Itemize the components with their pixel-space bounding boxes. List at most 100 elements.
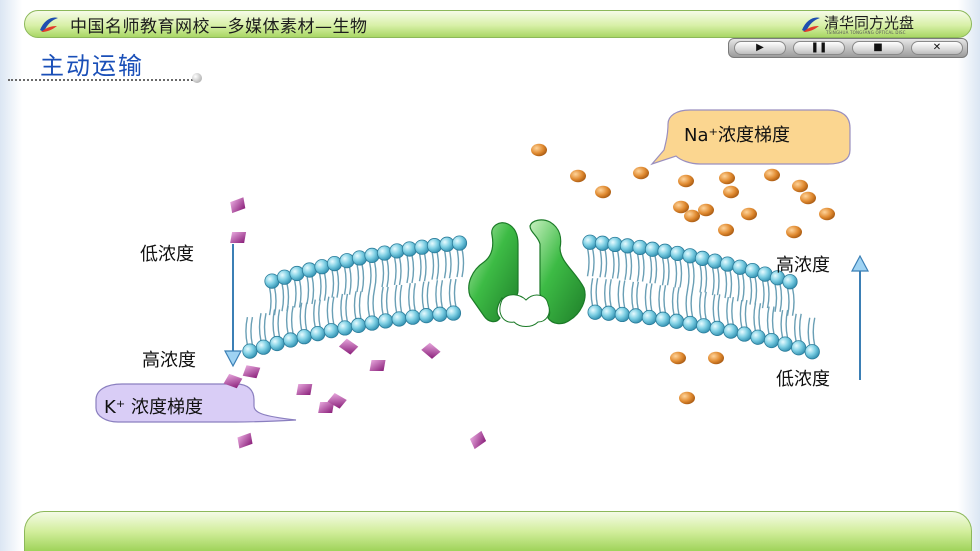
inner-phospholipid-head (682, 315, 698, 332)
left-high-concentration-label: 高浓度 (142, 350, 196, 371)
inner-phospholipid-head (736, 326, 752, 342)
lipid-tail (636, 253, 648, 312)
potassium-ions (223, 197, 487, 450)
lipid-tail (440, 250, 452, 309)
inner-phospholipid-head (418, 308, 434, 324)
lipid-tail (318, 269, 340, 328)
inner-phospholipid-head (777, 336, 793, 352)
outer-phospholipid-head (707, 253, 723, 269)
inner-phospholipid-head (364, 315, 380, 331)
inner-phospholipid-head (641, 309, 658, 326)
close-button[interactable]: ✕ (911, 41, 963, 55)
potassium-ion (230, 232, 247, 243)
inner-phospholipid-head (337, 320, 353, 336)
sodium-potassium-pump (468, 219, 586, 327)
inner-phospholipid-head (804, 344, 820, 360)
header-bar (24, 10, 972, 38)
inner-phospholipid-head (323, 323, 339, 339)
sodium-ion (792, 179, 808, 193)
inner-phospholipid-head (709, 320, 725, 336)
pause-button[interactable]: ❚❚ (793, 41, 845, 55)
outer-phospholipid-head (657, 243, 673, 259)
potassium-ion (230, 197, 246, 214)
lipid-tail (290, 275, 315, 335)
potassium-ion (223, 373, 243, 389)
outer-phospholipid-head (314, 259, 330, 275)
sodium-ion (670, 351, 686, 365)
potassium-ion (338, 338, 359, 355)
lipid-tail (313, 269, 335, 328)
lipid-tail (435, 250, 447, 309)
lipid-tail (421, 251, 435, 310)
sodium-ion (678, 174, 694, 188)
outer-phospholipid-head (669, 245, 686, 262)
outer-phospholipid-head (782, 274, 798, 290)
lipid-tail (699, 264, 716, 323)
lipid-tail (299, 272, 322, 331)
lipid-tail (372, 258, 390, 318)
stop-button[interactable]: ■ (852, 41, 904, 55)
lipid-tail (599, 249, 607, 308)
lipid-tail (304, 272, 327, 331)
outer-phospholipid-head (719, 256, 736, 272)
sodium-ion (741, 207, 757, 221)
brand-subtitle: TSINGHUA TONGFANG OPTICAL DISC (826, 30, 906, 35)
lipid-tail (245, 286, 272, 346)
brand-logo-icon (802, 17, 820, 32)
outer-phospholipid-head (682, 248, 698, 264)
outer-phospholipid-head (389, 243, 405, 259)
title-underline (8, 79, 196, 81)
na-gradient-label: Na⁺浓度梯度 (684, 125, 790, 146)
lipid-tail (604, 249, 612, 308)
outer-phospholipid-head (619, 238, 636, 254)
lipid-tail (367, 258, 385, 318)
sodium-ion (684, 209, 700, 223)
outer-phospholipid-head (339, 253, 355, 269)
outer-phospholipid-head (744, 262, 761, 279)
lipid-tail (679, 259, 694, 318)
outer-phospholipid-head (401, 241, 418, 257)
outer-phospholipid-head (289, 265, 305, 282)
phospholipid-heads (242, 234, 820, 360)
lipid-tail (345, 263, 365, 323)
lipid-tail (340, 263, 360, 323)
lipid-tail (716, 266, 735, 326)
sodium-ions (531, 143, 835, 405)
lipid-tail (277, 279, 302, 338)
lipid-tail (326, 266, 347, 325)
outer-phospholipid-head (351, 250, 368, 266)
bottom-bar (24, 511, 972, 551)
lipid-tail (385, 256, 402, 316)
potassium-ion (421, 342, 441, 359)
lipid-tail (448, 248, 460, 308)
sodium-ion (633, 166, 649, 180)
sodium-ion (679, 391, 695, 405)
sodium-ion (719, 171, 735, 185)
sodium-ion (698, 203, 714, 217)
inner-phospholipid-head (750, 329, 766, 345)
lipid-tail (649, 255, 662, 314)
right-gradient-arrow (851, 254, 869, 380)
sodium-ion (723, 185, 739, 199)
lipid-tail (629, 251, 640, 311)
inner-phospholipid-head (696, 318, 712, 334)
inner-phospholipid-head (378, 313, 394, 329)
sodium-ion (819, 207, 835, 221)
potassium-ion (237, 432, 253, 449)
logo-icon (40, 17, 58, 32)
lipid-tail (453, 248, 465, 308)
potassium-ion (469, 430, 487, 450)
lipid-tail (413, 253, 427, 312)
na-gradient-callout: Na⁺浓度梯度 (650, 109, 851, 166)
inner-phospholipid-head (587, 304, 603, 320)
title-dot-icon (192, 73, 202, 83)
lipid-tail (711, 266, 730, 326)
inner-phospholipid-head (283, 332, 299, 348)
inner-phospholipid-head (255, 339, 272, 355)
play-button[interactable]: ▶ (734, 41, 786, 55)
lipid-tail (786, 287, 811, 346)
lipid-tail (774, 283, 797, 342)
brand-name: 清华同方光盘 (824, 14, 915, 32)
sodium-ion (764, 168, 780, 182)
lipid-tail (779, 283, 802, 342)
